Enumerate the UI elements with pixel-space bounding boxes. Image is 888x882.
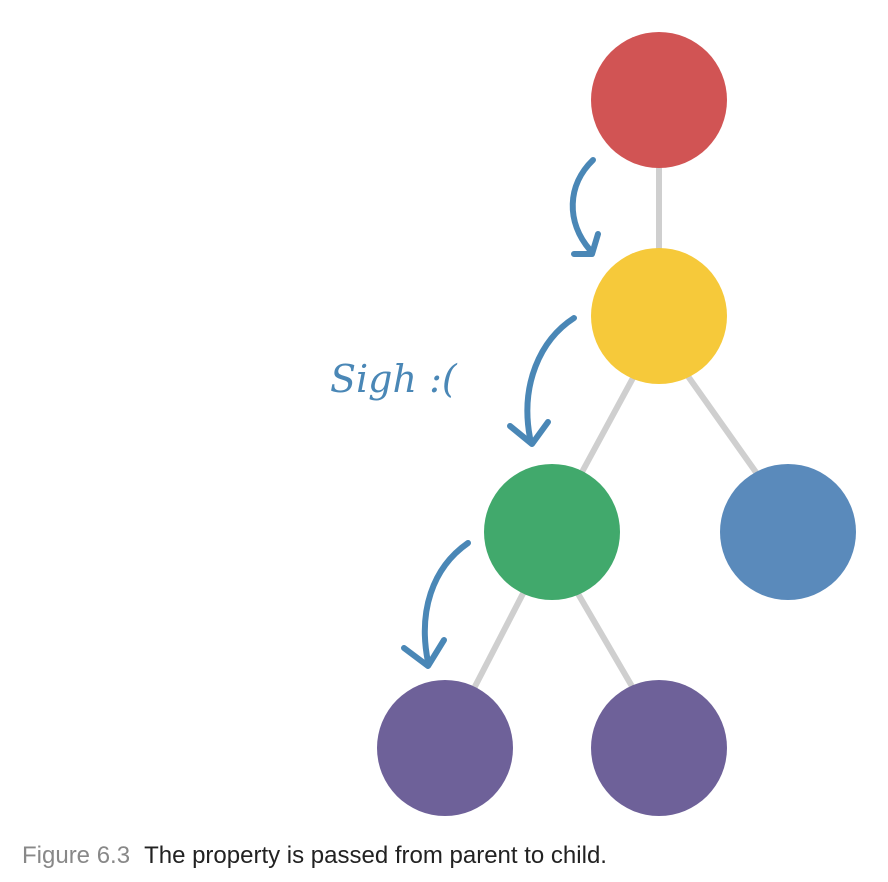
edge-level1-to-blue bbox=[677, 362, 768, 488]
edge-green-to-purple-right bbox=[567, 577, 643, 703]
arrow-green-to-purple bbox=[421, 540, 471, 665]
edge-green-to-purple-left bbox=[465, 577, 533, 703]
arrow-root-to-level1-head bbox=[571, 231, 601, 257]
figure-label: Figure 6.3 bbox=[22, 842, 131, 869]
level3-left-node bbox=[377, 680, 513, 816]
root-node bbox=[591, 32, 727, 168]
edge-level1-to-green bbox=[572, 362, 643, 488]
level2-right-node bbox=[720, 464, 856, 600]
arrow-level1-to-green-head bbox=[507, 419, 551, 447]
pass-arrows bbox=[401, 157, 601, 669]
arrow-level1-to-green bbox=[524, 315, 577, 441]
level2-left-node bbox=[484, 464, 620, 600]
level1-node bbox=[591, 248, 727, 384]
figure-caption-text: The property is passed from parent to ch… bbox=[144, 842, 607, 869]
level3-right-node bbox=[591, 680, 727, 816]
figure-caption: Figure 6.3 The property is passed from pa… bbox=[22, 842, 607, 870]
arrow-root-to-level1 bbox=[569, 157, 596, 253]
annotation-sigh: Sigh :( bbox=[330, 357, 458, 401]
arrow-green-to-purple-head bbox=[401, 637, 447, 669]
tree-diagram: Sigh :( bbox=[330, 32, 856, 816]
